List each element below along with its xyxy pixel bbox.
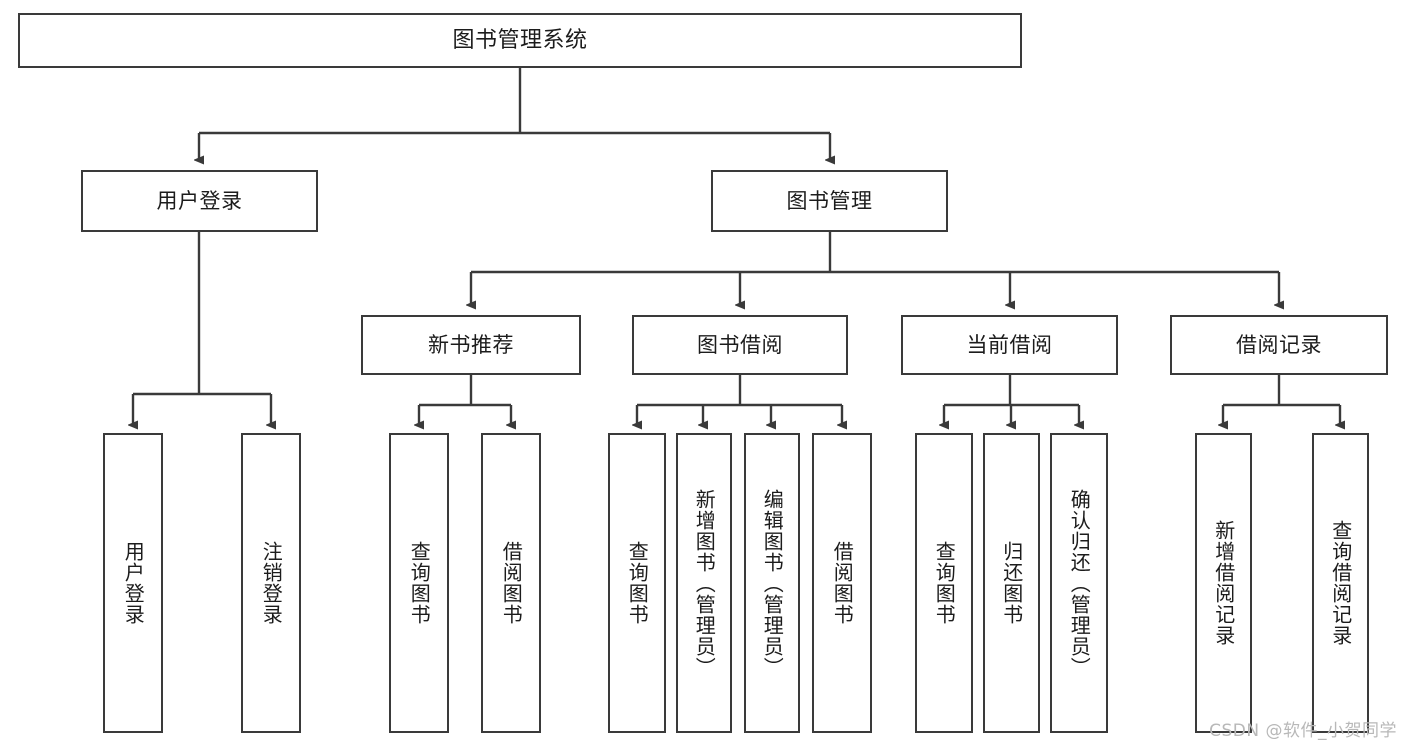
node-label: 新书推荐 — [428, 332, 514, 357]
leaf-borrow-book[interactable]: 借阅图书 — [812, 433, 872, 733]
node-label: 查询图书 — [932, 541, 957, 625]
leaf-confirm-return-admin[interactable]: 确认归还（管理员） — [1050, 433, 1108, 733]
node-label: 借阅图书 — [499, 541, 524, 625]
leaf-add-book-admin[interactable]: 新增图书（管理员） — [676, 433, 732, 733]
node-label: 用户登录 — [156, 188, 243, 213]
node-label: 注销登录 — [259, 541, 284, 625]
node-user-login[interactable]: 用户登录 — [81, 170, 318, 232]
node-label: 归还图书 — [999, 541, 1024, 625]
node-label: 查询图书 — [407, 541, 432, 625]
leaf-query-book-borrow[interactable]: 查询图书 — [608, 433, 666, 733]
node-current-borrow[interactable]: 当前借阅 — [901, 315, 1118, 375]
node-label: 当前借阅 — [966, 332, 1053, 357]
leaf-user-login[interactable]: 用户登录 — [103, 433, 163, 733]
node-borrow-record[interactable]: 借阅记录 — [1170, 315, 1388, 375]
node-book-management[interactable]: 图书管理 — [711, 170, 948, 232]
watermark-text: CSDN @软件_小贺同学 — [1209, 721, 1397, 741]
node-label: 图书借阅 — [697, 332, 783, 357]
leaf-add-borrow-record[interactable]: 新增借阅记录 — [1195, 433, 1252, 733]
node-label: 用户登录 — [121, 541, 146, 625]
node-label: 查询图书 — [625, 541, 650, 625]
leaf-return-book[interactable]: 归还图书 — [983, 433, 1040, 733]
leaf-query-borrow-record[interactable]: 查询借阅记录 — [1312, 433, 1369, 733]
leaf-borrow-book-recommend[interactable]: 借阅图书 — [481, 433, 541, 733]
node-label: 借阅图书 — [830, 541, 855, 625]
node-label: 新增图书（管理员） — [692, 488, 717, 678]
node-label: 新增借阅记录 — [1211, 520, 1236, 646]
node-book-management-system[interactable]: 图书管理系统 — [18, 13, 1022, 68]
leaf-edit-book-admin[interactable]: 编辑图书（管理员） — [744, 433, 800, 733]
node-book-borrow[interactable]: 图书借阅 — [632, 315, 848, 375]
node-label: 查询借阅记录 — [1328, 520, 1353, 646]
leaf-query-book-current[interactable]: 查询图书 — [915, 433, 973, 733]
node-label: 图书管理系统 — [452, 27, 588, 53]
node-label: 借阅记录 — [1236, 332, 1322, 357]
node-label: 编辑图书（管理员） — [760, 488, 785, 678]
node-new-book-recommend[interactable]: 新书推荐 — [361, 315, 581, 375]
node-label: 图书管理 — [786, 188, 873, 213]
node-label: 确认归还（管理员） — [1067, 488, 1092, 678]
leaf-logout[interactable]: 注销登录 — [241, 433, 301, 733]
leaf-query-book-recommend[interactable]: 查询图书 — [389, 433, 449, 733]
